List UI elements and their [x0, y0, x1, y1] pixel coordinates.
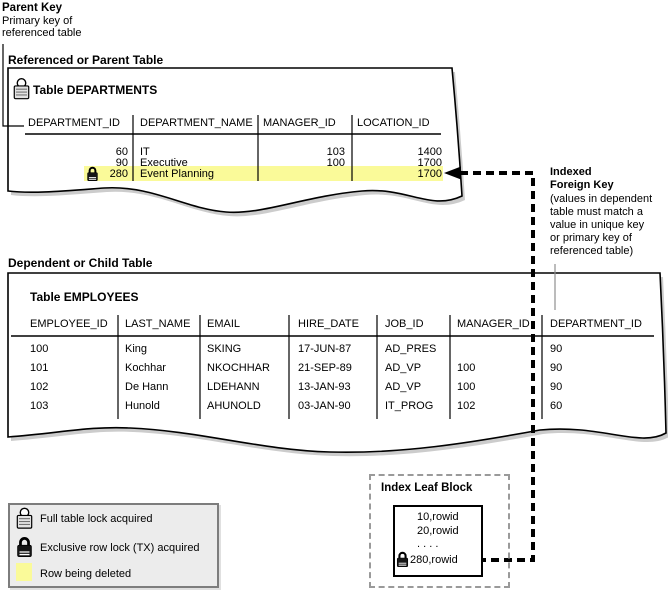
column-header: LOCATION_ID: [357, 117, 430, 129]
full-table-lock-icon: [16, 507, 33, 529]
table-cell: SKING: [207, 343, 242, 355]
column-header: HIRE_DATE: [298, 318, 359, 330]
column-header: DEPARTMENT_ID: [550, 318, 642, 330]
parent-section-heading: Referenced or Parent Table: [8, 53, 164, 67]
exclusive-row-lock-icon: [16, 536, 33, 557]
table-cell: 102: [30, 381, 49, 393]
legend-label: Exclusive row lock (TX) acquired: [40, 542, 200, 554]
table-cell: 103: [30, 400, 49, 412]
table-cell: AD_PRES: [385, 343, 437, 355]
table-cell: Hunold: [125, 400, 160, 412]
table-cell: 60: [550, 400, 563, 412]
index-leaf-block-title: Index Leaf Block: [381, 482, 473, 494]
table-cell: De Hann: [125, 381, 169, 393]
column-header: DEPARTMENT_ID: [28, 117, 120, 129]
exclusive-row-lock-icon: [396, 551, 409, 567]
table-cell: King: [125, 343, 148, 355]
table-cell: Event Planning: [140, 168, 214, 180]
table-cell: 1700: [417, 157, 442, 169]
table-cell: Executive: [140, 157, 188, 169]
foreign-key-note-line: table must match a: [550, 206, 643, 218]
table-cell: NKOCHHAR: [207, 362, 270, 374]
parent-key-connector-line: [2, 44, 24, 127]
table-cell: 1700: [417, 168, 442, 180]
foreign-key-note-title: Foreign Key: [550, 179, 614, 191]
column-header: EMPLOYEE_ID: [30, 318, 108, 330]
index-entry: 280,rowid: [410, 554, 458, 566]
column-header: LAST_NAME: [125, 318, 191, 330]
foreign-key-note-line: value in unique key: [550, 219, 645, 231]
legend: [8, 503, 219, 588]
foreign-key-note-line: referenced table): [550, 245, 634, 257]
table-cell: 90: [115, 157, 128, 169]
legend-label: Row being deleted: [40, 568, 132, 580]
table-cell: 100: [326, 157, 345, 169]
column-header: DEPARTMENT_NAME: [140, 117, 253, 129]
foreign-key-dashed-route: [460, 171, 535, 562]
table-cell: 1400: [417, 146, 442, 158]
column-header: EMAIL: [207, 318, 241, 330]
legend-label: Full table lock acquired: [40, 513, 153, 525]
row-highlight: [84, 166, 443, 181]
parent-key-callout-line: referenced table: [2, 27, 82, 39]
parent-table-title: Table DEPARTMENTS: [33, 83, 158, 97]
table-cell: 101: [30, 362, 49, 374]
table-cell: LDEHANN: [207, 381, 260, 393]
table-cell: 03-JAN-90: [298, 400, 351, 412]
foreign-key-note-line: or primary key of: [550, 232, 632, 244]
table-cell: 90: [550, 381, 563, 393]
index-entry: 10,rowid: [417, 511, 459, 523]
table-cell: AD_VP: [385, 381, 422, 393]
table-cell: AHUNOLD: [207, 400, 261, 412]
table-cell: 21-SEP-89: [298, 362, 352, 374]
table-cell: 100: [457, 381, 476, 393]
row-deleted-swatch-icon: [16, 563, 32, 581]
foreign-key-note-line: (values in dependent: [550, 193, 653, 205]
table-cell: 60: [115, 146, 128, 158]
table-cell: 13-JAN-93: [298, 381, 351, 393]
foreign-key-note-title: Indexed: [550, 166, 592, 178]
table-cell: IT_PROG: [385, 400, 434, 412]
table-cell: IT: [140, 146, 150, 158]
table-cell: 100: [457, 362, 476, 374]
parent-key-callout-line: Primary key of: [2, 15, 73, 27]
full-table-lock-icon: [13, 77, 30, 100]
table-cell: 103: [326, 146, 345, 158]
child-section-heading: Dependent or Child Table: [8, 256, 153, 270]
table-cell: 17-JUN-87: [298, 343, 352, 355]
table-cell: 90: [550, 362, 563, 374]
index-entry: . . . .: [417, 538, 439, 550]
child-paper: [7, 272, 667, 454]
table-cell: 280: [109, 168, 128, 180]
column-header: JOB_ID: [385, 318, 424, 330]
table-cell: 100: [30, 343, 49, 355]
table-cell: 102: [457, 400, 476, 412]
column-header: MANAGER_ID: [457, 318, 530, 330]
table-cell: Kochhar: [125, 362, 166, 374]
table-cell: 90: [550, 343, 563, 355]
column-header: MANAGER_ID: [263, 117, 336, 129]
table-cell: AD_VP: [385, 362, 422, 374]
child-table-title: Table EMPLOYEES: [30, 290, 139, 304]
arrowhead-left-icon: [444, 166, 461, 180]
index-leaf-block-outline: [369, 474, 510, 588]
parent-key-callout-title: Parent Key: [2, 2, 63, 14]
index-entry: 20,rowid: [417, 525, 459, 537]
